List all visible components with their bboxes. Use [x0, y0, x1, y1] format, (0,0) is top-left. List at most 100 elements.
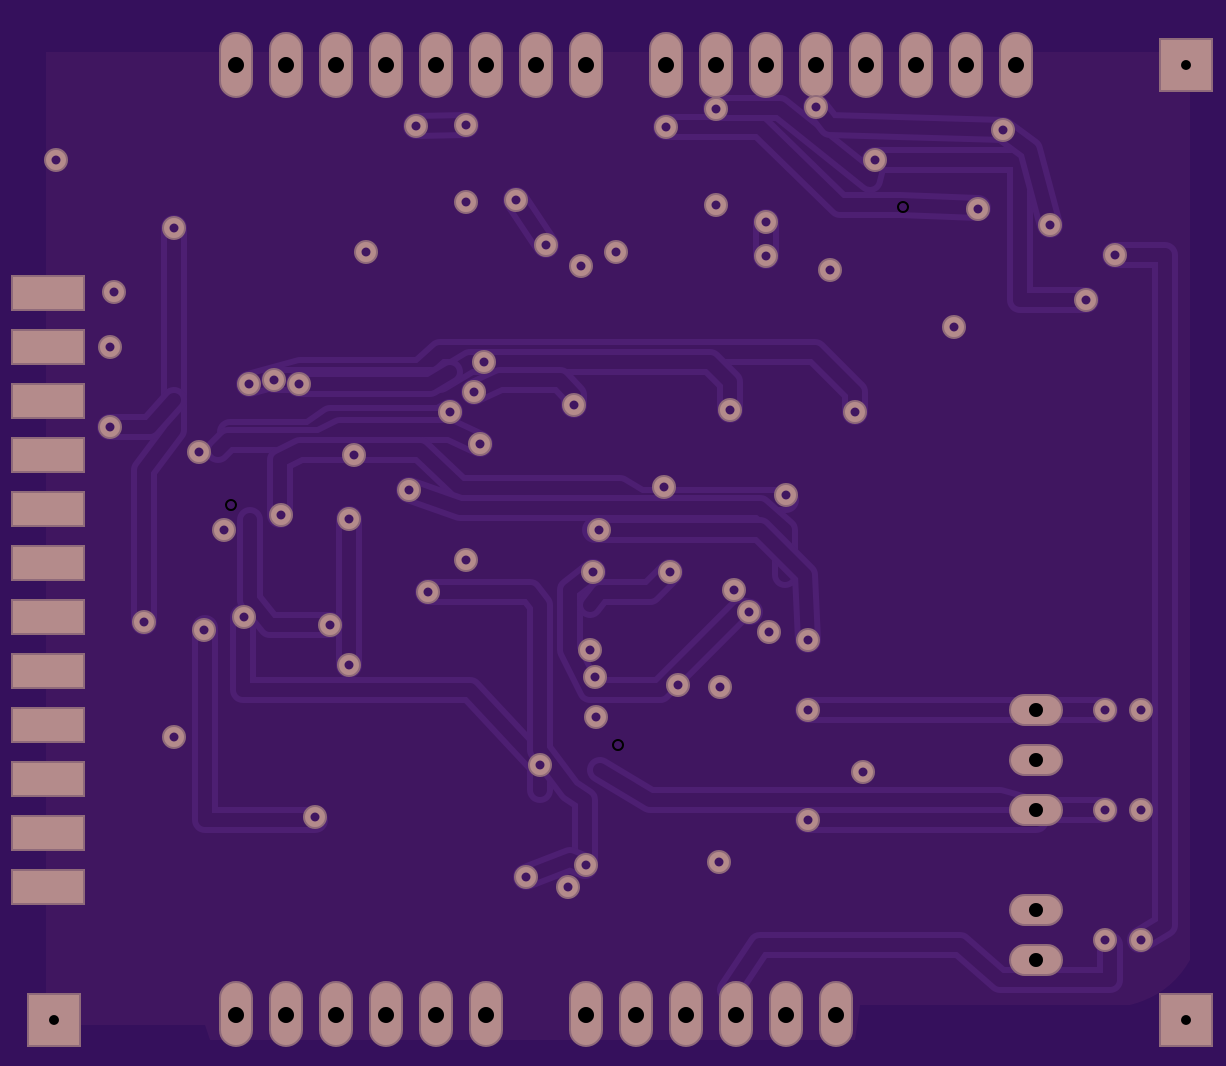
drill-hole	[1029, 703, 1043, 717]
copper-trace-23	[723, 938, 1117, 997]
drill-hole	[908, 57, 924, 73]
via-drill	[1081, 295, 1091, 305]
drill-hole	[428, 1007, 444, 1023]
via-drill	[1100, 935, 1110, 945]
drill-hole	[728, 1007, 744, 1023]
edge-pad-9	[11, 707, 85, 743]
drill-hole	[1029, 803, 1043, 817]
edge-pad-7	[11, 599, 85, 635]
drill-hole	[478, 57, 494, 73]
drill-hole	[49, 1015, 59, 1025]
via-drill	[729, 585, 739, 595]
via-drill	[803, 705, 813, 715]
edge-pad-6	[11, 545, 85, 581]
drill-hole	[578, 1007, 594, 1023]
drill-hole	[808, 57, 824, 73]
drill-hole	[628, 1007, 644, 1023]
via-drill	[51, 155, 61, 165]
drill-hole	[228, 1007, 244, 1023]
via-drill	[870, 155, 880, 165]
drill-hole	[658, 57, 674, 73]
via-drill	[665, 567, 675, 577]
drill-hole	[478, 1007, 494, 1023]
via-drill	[1136, 705, 1146, 715]
via-drill	[344, 660, 354, 670]
via-drill	[659, 482, 669, 492]
drill-hole	[1181, 60, 1191, 70]
drill-hole	[1029, 953, 1043, 967]
drill-hole	[858, 57, 874, 73]
via-drill	[239, 612, 249, 622]
copper-trace-16	[588, 523, 815, 647]
edge-pad-1	[11, 275, 85, 311]
via-drill	[858, 767, 868, 777]
drill-hole	[1008, 57, 1024, 73]
via-drill	[310, 812, 320, 822]
via-drill	[541, 240, 551, 250]
mount-pad-2	[27, 993, 81, 1047]
drill-hole	[778, 1007, 794, 1023]
via-drill	[803, 635, 813, 645]
via-drill	[761, 217, 771, 227]
via-drill	[269, 375, 279, 385]
via-drill	[590, 672, 600, 682]
drill-hole	[1029, 753, 1043, 767]
via-drill	[591, 712, 601, 722]
via-drill	[569, 400, 579, 410]
via-drill	[850, 407, 860, 417]
via-drill	[588, 567, 598, 577]
edge-pad-8	[11, 653, 85, 689]
via-drill	[139, 617, 149, 627]
via-drill	[803, 815, 813, 825]
via-drill	[105, 422, 115, 432]
via-drill	[423, 587, 433, 597]
copper-trace-1	[137, 221, 181, 629]
via-drill	[475, 439, 485, 449]
drill-hole	[1029, 903, 1043, 917]
copper-trace-2	[103, 393, 181, 434]
via-drill	[404, 485, 414, 495]
via-drill	[585, 645, 595, 655]
open-hole-1	[897, 201, 909, 213]
via-drill	[949, 322, 959, 332]
via-drill	[725, 405, 735, 415]
edge-pad-11	[11, 815, 85, 851]
via-drill	[611, 247, 621, 257]
via-drill	[1136, 935, 1146, 945]
via-drill	[461, 120, 471, 130]
via-drill	[761, 251, 771, 261]
drill-hole	[278, 57, 294, 73]
via-drill	[1136, 805, 1146, 815]
drill-hole	[828, 1007, 844, 1023]
via-drill	[535, 760, 545, 770]
via-drill	[361, 247, 371, 257]
drill-hole	[758, 57, 774, 73]
via-drill	[169, 223, 179, 233]
via-drill	[276, 510, 286, 520]
via-drill	[744, 607, 754, 617]
via-drill	[521, 872, 531, 882]
via-drill	[1110, 250, 1120, 260]
drill-hole	[378, 57, 394, 73]
via-drill	[1045, 220, 1055, 230]
edge-pad-10	[11, 761, 85, 797]
edge-pad-4	[11, 437, 85, 473]
via-drill	[576, 261, 586, 271]
via-drill	[105, 342, 115, 352]
via-drill	[479, 357, 489, 367]
edge-pad-3	[11, 383, 85, 419]
pad-layer	[11, 32, 1213, 1047]
via-drill	[973, 204, 983, 214]
copper-trace-18	[583, 565, 677, 612]
via-drill	[461, 555, 471, 565]
drill-hole	[528, 57, 544, 73]
copper-trace-8	[211, 423, 487, 457]
via-drill	[714, 857, 724, 867]
via-drill	[169, 732, 179, 742]
via-drill	[344, 514, 354, 524]
copper-trace-14	[243, 513, 337, 632]
via-drill	[563, 882, 573, 892]
via-drill	[1100, 705, 1110, 715]
